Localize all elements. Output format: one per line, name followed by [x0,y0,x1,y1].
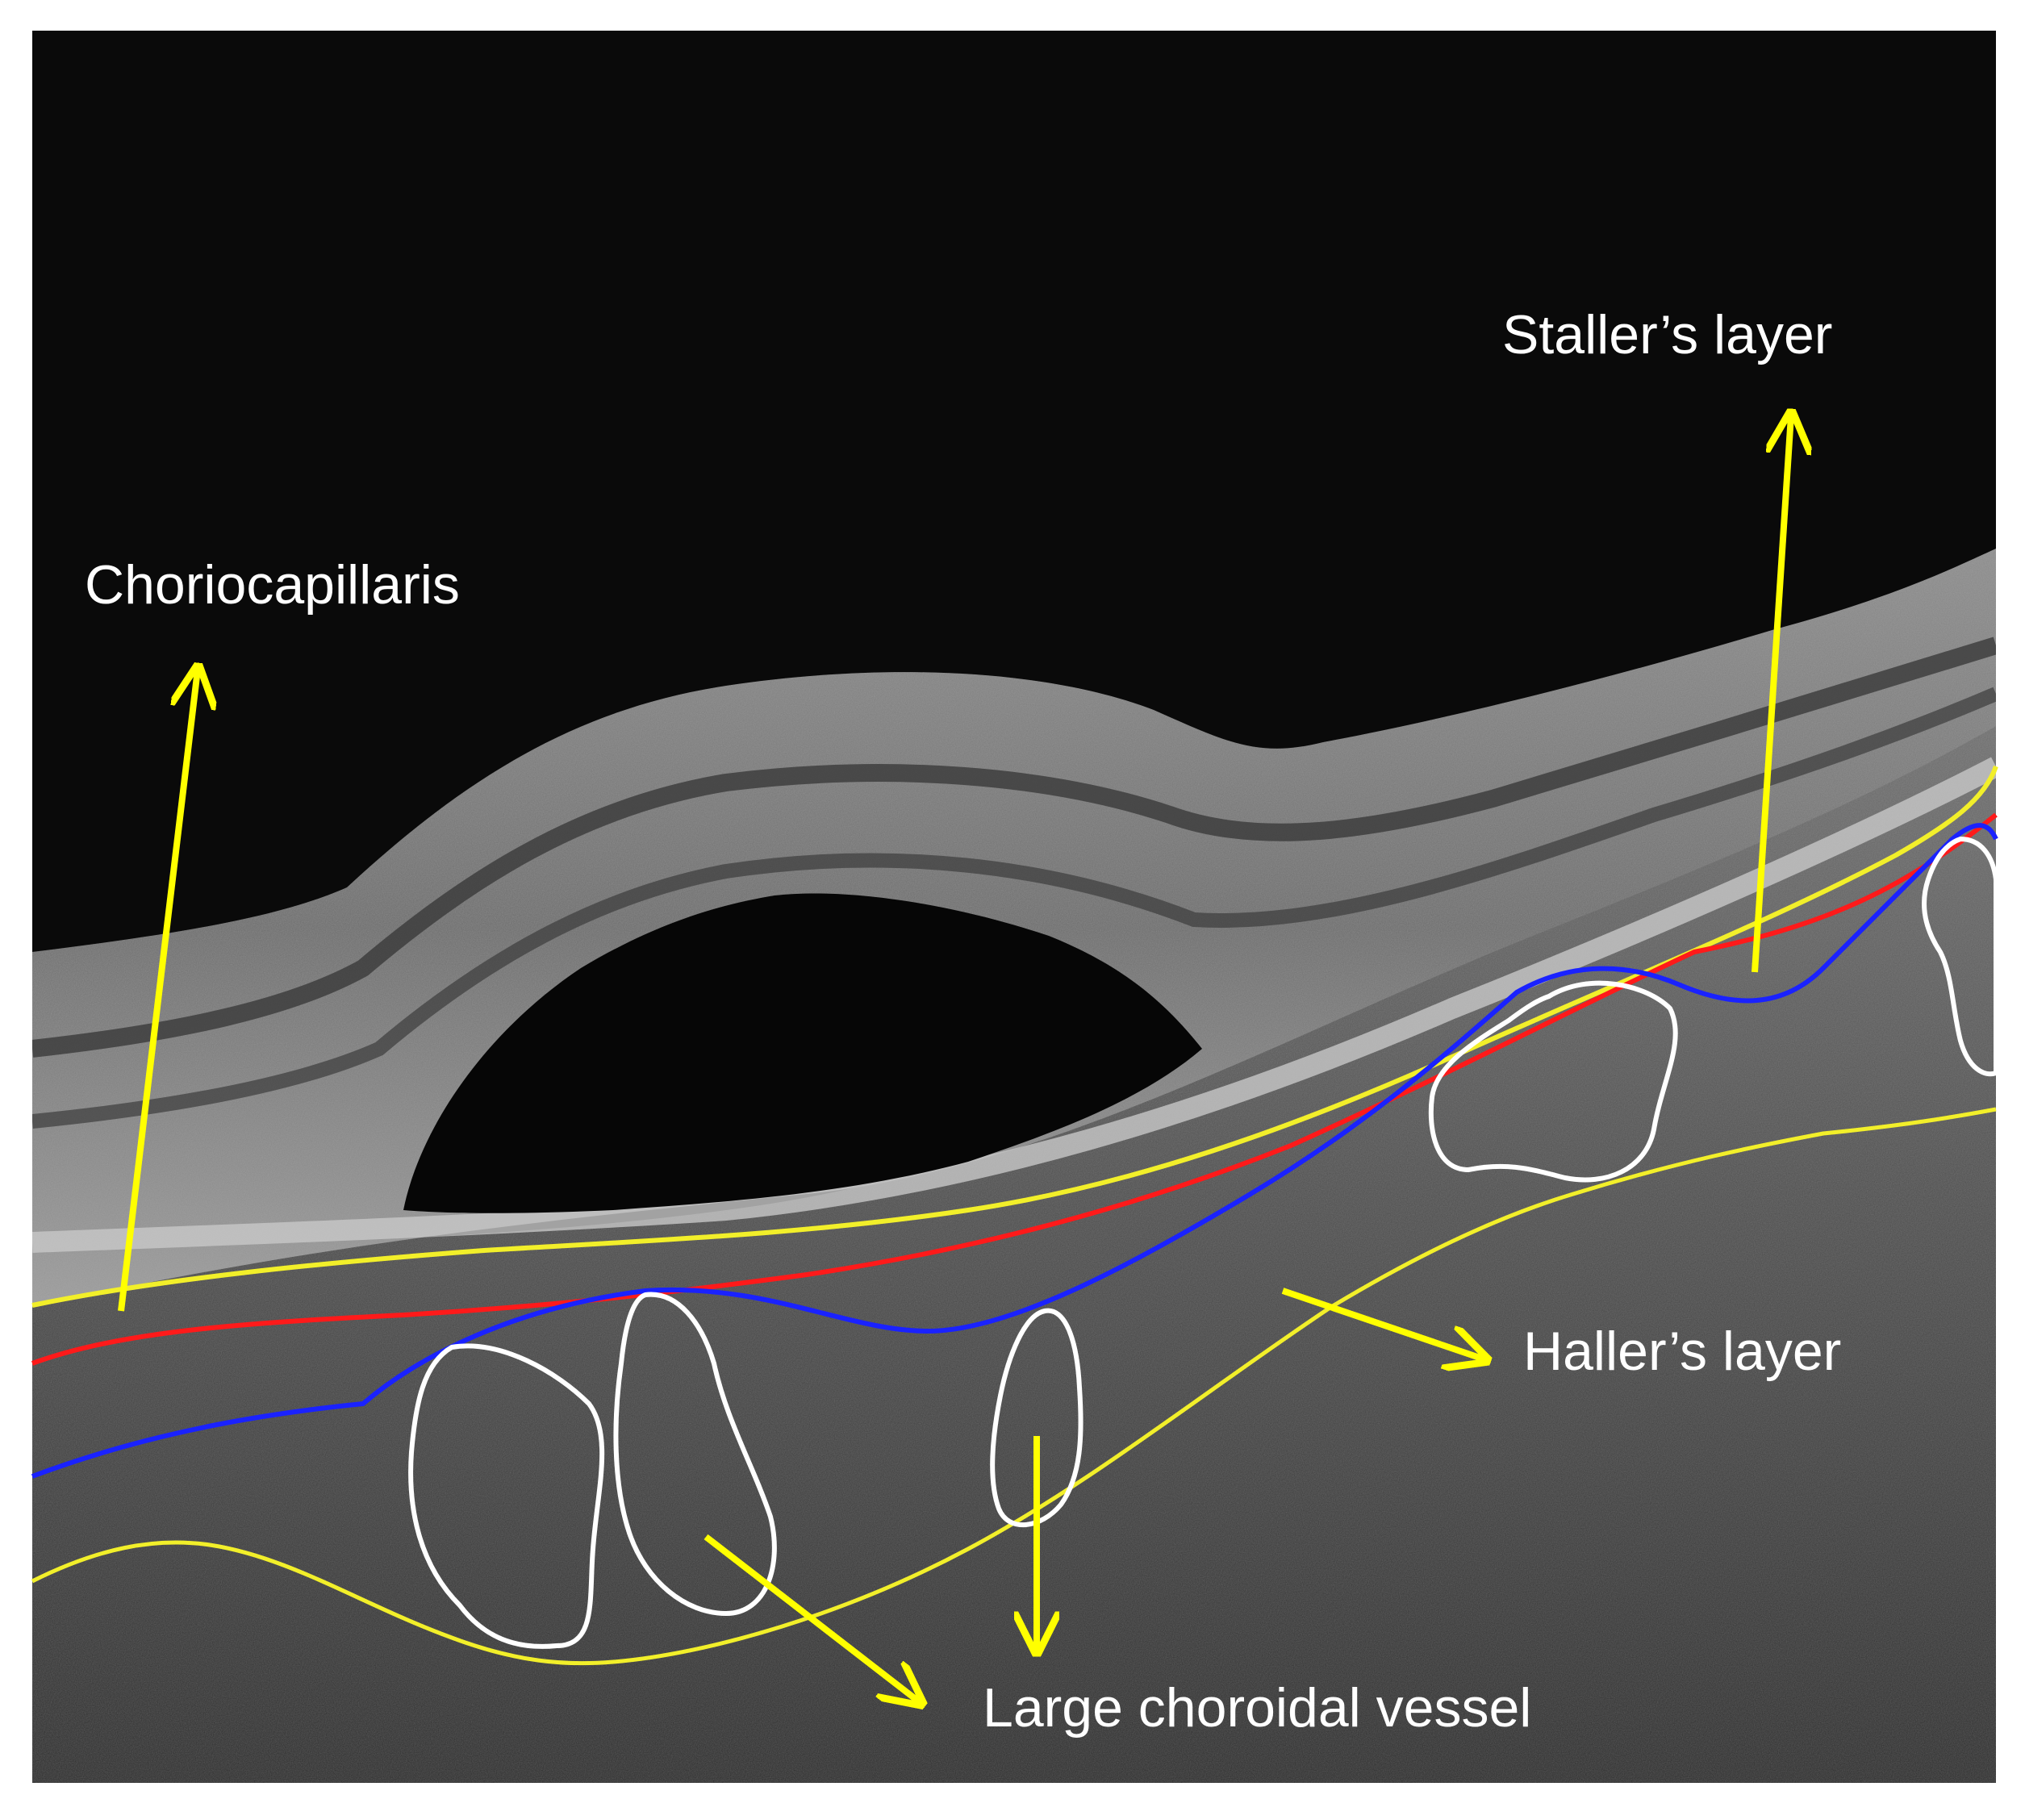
vessel-arrow-diagonal [704,1534,920,1702]
rpe-bright-band [32,757,1996,1253]
choriocapillaris-arrow [118,670,198,1312]
lower-yellow-boundary [31,1107,1997,1666]
blue-boundary [31,823,1998,1479]
subretinal-fluid [403,893,1202,1213]
vessel-outline-4 [1428,980,1678,1183]
red-boundary [31,812,1998,1366]
upper-yellow-boundary [31,765,1998,1308]
retina-dark-band-2 [32,687,1996,1129]
vessel-outline-5 [1922,836,1998,1077]
label-sattlers-layer: Staller’s layer [1502,304,1832,365]
retina-dark-band [32,637,1996,1058]
vessel-outline-1 [408,1343,605,1649]
label-choriocapillaris: Choriocapillaris [85,554,460,616]
sattlers-layer-arrow [1752,415,1791,973]
label-large-choroidal-vessel: Large choroidal vessel [983,1677,1531,1739]
hallers-layer-arrow [1281,1288,1484,1359]
oct-scan-image [32,31,1996,1783]
vessel-outline-2 [613,1292,777,1617]
vessel-outline-3 [990,1308,1083,1528]
label-hallers-layer: Haller’s layer [1523,1321,1841,1382]
